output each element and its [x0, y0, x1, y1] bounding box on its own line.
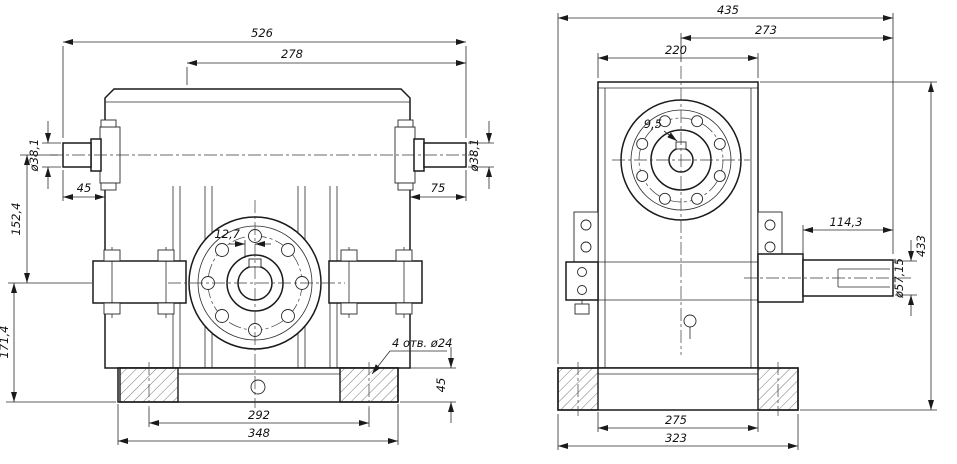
front-centerlines — [50, 154, 478, 408]
side-view: 435 273 220 9,5 114,3 ø57,15 — [557, 3, 937, 450]
dim-axis-height-label: 171,4 — [0, 326, 11, 359]
note-mount-holes-label: 4 отв. ø24 — [392, 336, 452, 350]
dim-base-inner-width-label: 275 — [665, 413, 687, 427]
dim-key-offset-label: 12,7 — [214, 227, 240, 241]
dim-side-key-offset-label: 9,5 — [644, 117, 662, 131]
dim-overall-width-label: 526 — [251, 26, 273, 40]
dim-overall-height-label: 433 — [914, 235, 928, 257]
front-torque-brackets — [92, 247, 423, 318]
front-dimensions: 526 278 ø38,1 ø38,1 45 75 — [0, 26, 494, 445]
dim-holes-span-label: 292 — [248, 408, 270, 422]
dim-body-width-label: 220 — [665, 43, 687, 57]
side-bracket-plates — [565, 211, 783, 315]
front-base — [117, 362, 399, 408]
dim-center-to-shaft-end-label: 273 — [755, 23, 777, 37]
dim-right-shaft-dia-label: ø38,1 — [467, 139, 481, 173]
dim-side-base-width-label: 323 — [665, 431, 687, 445]
dim-output-shaft-dia-label: ø57,15 — [892, 258, 906, 299]
side-centerlines — [612, 66, 912, 355]
dim-upper-width-label: 278 — [281, 47, 303, 61]
dim-base-width-label: 348 — [248, 426, 270, 440]
front-view: 526 278 ø38,1 ø38,1 45 75 — [0, 26, 494, 445]
dim-side-overall-width-label: 435 — [717, 3, 739, 17]
side-base — [557, 362, 799, 416]
dim-axis-distance-label: 152,4 — [9, 203, 23, 236]
dim-shaft-length-label: 114,3 — [830, 215, 863, 229]
dim-left-shaft-dia-label: ø38,1 — [27, 139, 41, 173]
dim-foot-height-label: 45 — [434, 378, 448, 393]
side-dimensions: 435 273 220 9,5 114,3 ø57,15 — [557, 3, 937, 450]
dim-right-shaft-len-label: 75 — [431, 181, 446, 195]
dim-left-shaft-len-label: 45 — [77, 181, 92, 195]
